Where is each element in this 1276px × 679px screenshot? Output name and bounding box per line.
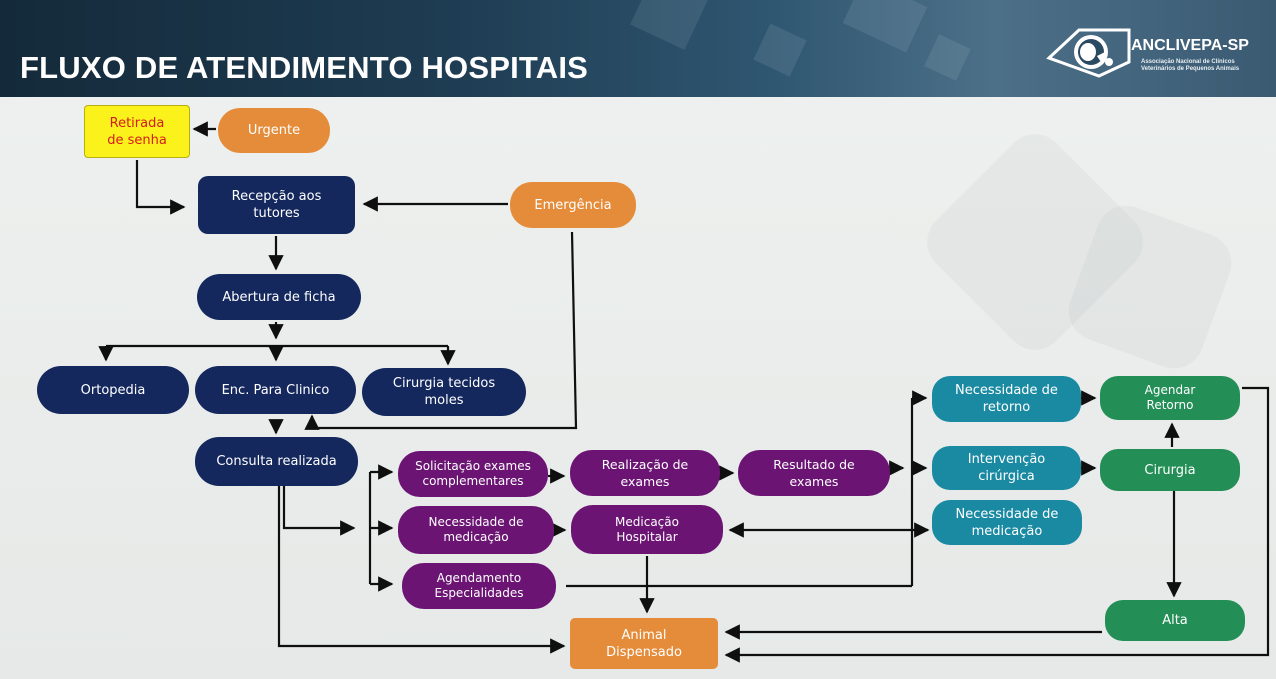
node-realizacao-exames: Realização de exames xyxy=(570,450,720,496)
node-enc-clinico: Enc. Para Clinico xyxy=(195,366,356,414)
node-cirurgia: Cirurgia xyxy=(1100,449,1240,491)
logo-name: ANCLIVEPA-SP xyxy=(1131,37,1249,54)
node-solicitacao-exames: Solicitação exames complementares xyxy=(398,451,548,497)
logo-subtitle: Veterinários de Pequenos Animais xyxy=(1141,66,1240,72)
logo-subtitle: Associação Nacional de Clínicos xyxy=(1141,59,1235,65)
node-emergencia: Emergência xyxy=(510,182,636,228)
header-banner: FLUXO DE ATENDIMENTO HOSPITAIS ANCLIVEPA… xyxy=(0,0,1276,97)
anclivepa-logo: ANCLIVEPA-SP Associação Nacional de Clín… xyxy=(1045,14,1270,84)
node-recepcao: Recepção aos tutores xyxy=(198,176,355,234)
node-consulta: Consulta realizada xyxy=(195,437,358,486)
arrow-emergencia-enc-clinico xyxy=(304,231,578,430)
node-retirada-senha: Retirada de senha xyxy=(84,105,190,158)
node-urgente: Urgente xyxy=(218,108,330,153)
arrow-retirada-recepcao xyxy=(135,160,186,215)
page-title: FLUXO DE ATENDIMENTO HOSPITAIS xyxy=(20,50,589,85)
node-cirurgia-tecidos: Cirurgia tecidos moles xyxy=(362,368,526,416)
node-resultado-exames: Resultado de exames xyxy=(738,450,890,496)
node-medicacao-hospitalar: Medicação Hospitalar xyxy=(571,505,723,554)
arrow-agendar-dispensado xyxy=(724,386,1270,663)
node-necessidade-medicacao-2: Necessidade de medicação xyxy=(932,500,1082,545)
node-necessidade-retorno: Necessidade de retorno xyxy=(932,376,1081,422)
animal-clinic-icon xyxy=(1046,28,1131,78)
node-agendar-retorno: Agendar Retorno xyxy=(1100,376,1240,420)
arrow-consulta-dispensado xyxy=(277,486,566,654)
node-agendamento: Agendamento Especialidades xyxy=(402,563,556,609)
node-animal-dispensado: Animal Dispensado xyxy=(570,618,718,669)
node-abertura-ficha: Abertura de ficha xyxy=(197,274,361,320)
node-necessidade-medicacao: Necessidade de medicação xyxy=(398,506,554,554)
node-alta: Alta xyxy=(1105,600,1245,641)
arrow-consulta-split xyxy=(282,486,356,536)
node-intervencao: Intervenção cirúrgica xyxy=(932,446,1081,490)
node-ortopedia: Ortopedia xyxy=(37,366,189,414)
